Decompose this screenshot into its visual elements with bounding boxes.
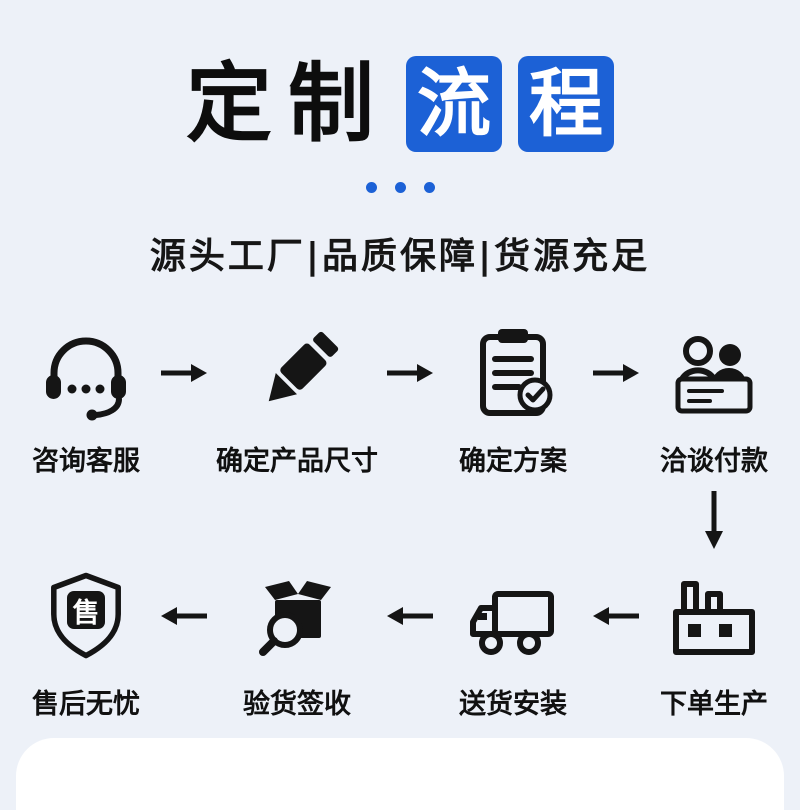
step-confirm-size: 确定产品尺寸	[212, 321, 382, 478]
step-after-sales: 售 售后无忧	[16, 564, 156, 721]
box-magnifier-icon	[247, 564, 347, 668]
step-label: 下单生产	[660, 689, 768, 720]
step-label: 送货安装	[459, 689, 567, 720]
title-dots	[0, 182, 800, 193]
dot-icon	[423, 182, 435, 193]
pen-icon	[247, 321, 347, 425]
step-delivery-install: 送货安装	[438, 564, 588, 721]
factory-icon	[662, 564, 766, 668]
arrow-left-icon	[156, 564, 212, 668]
bottom-panel	[16, 738, 784, 810]
clipboard-check-icon	[463, 321, 563, 425]
step-negotiate-payment: 洽谈付款	[644, 321, 784, 478]
title-plain-text: 定制	[186, 54, 390, 154]
arrow-right-icon	[382, 321, 438, 425]
headset-icon	[34, 321, 138, 425]
arrow-right-icon	[156, 321, 212, 425]
dot-icon	[394, 182, 406, 193]
step-inspect-sign: 验货签收	[212, 564, 382, 721]
flow-mid-row	[0, 478, 800, 564]
page-title: 定制 流 程	[0, 0, 800, 152]
title-highlight-char-2: 程	[518, 56, 614, 152]
shield-badge: 售	[67, 591, 105, 629]
flow-row-1: 咨询客服 确定产品尺寸	[0, 321, 800, 478]
title-highlight-char-1: 流	[406, 56, 502, 152]
step-label: 售后无忧	[32, 689, 140, 720]
shield-icon: 售	[40, 564, 132, 668]
step-label: 确定方案	[459, 446, 567, 477]
flow-row-2: 售 售后无忧 验货签收	[0, 564, 800, 721]
arrow-right-icon	[588, 321, 644, 425]
step-confirm-plan: 确定方案	[438, 321, 588, 478]
step-label: 验货签收	[243, 689, 351, 720]
step-label: 确定产品尺寸	[216, 446, 378, 477]
arrow-left-icon	[588, 564, 644, 668]
dot-icon	[365, 182, 377, 193]
step-label: 咨询客服	[32, 446, 140, 477]
step-consult-service: 咨询客服	[16, 321, 156, 478]
arrow-down-icon	[644, 478, 784, 564]
arrow-left-icon	[382, 564, 438, 668]
flow-diagram: 咨询客服 确定产品尺寸	[0, 321, 800, 721]
negotiate-payment-icon	[664, 321, 764, 425]
step-order-production: 下单生产	[644, 564, 784, 721]
subtitle: 源头工厂|品质保障|货源充足	[149, 236, 651, 277]
step-label: 洽谈付款	[660, 446, 768, 477]
truck-icon	[461, 564, 565, 668]
